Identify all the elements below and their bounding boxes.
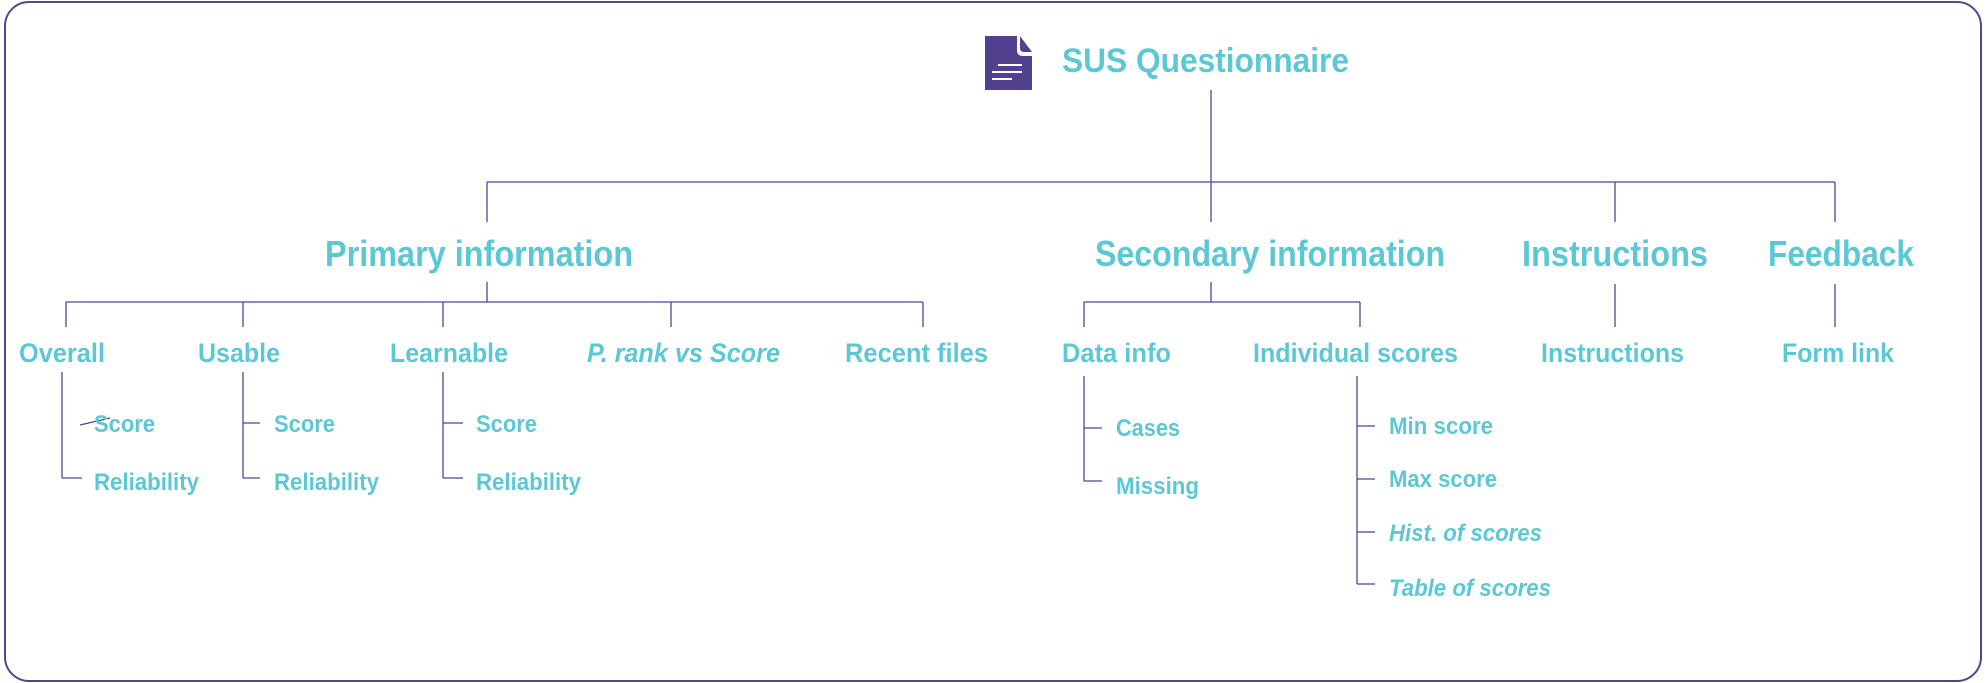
individual-hist-scores: Hist. of scores [1389, 520, 1542, 547]
diagram-frame [4, 1, 1982, 682]
overall-label: Overall [19, 338, 105, 368]
datainfo-label: Data info [1062, 338, 1171, 368]
document-icon-fold [1020, 36, 1032, 52]
root-title: SUS Questionnaire [1062, 42, 1349, 80]
prank-label: P. rank vs Score [587, 338, 780, 368]
individual-label: Individual scores [1253, 338, 1458, 368]
instructions-child: Instructions [1541, 338, 1684, 368]
datainfo-missing: Missing [1116, 473, 1199, 500]
primary-title: Primary information [325, 233, 633, 274]
learnable-reliability: Reliability [476, 469, 582, 496]
overall-score-tick [79, 417, 111, 426]
instructions-title: Instructions [1522, 233, 1708, 274]
usable-reliability: Reliability [274, 469, 380, 496]
connectors [61, 90, 1836, 585]
usable-label: Usable [198, 338, 280, 368]
individual-min-score: Min score [1389, 413, 1493, 440]
feedback-child: Form link [1782, 338, 1895, 368]
learnable-score: Score [476, 411, 537, 438]
overall-reliability: Reliability [94, 469, 200, 496]
individual-max-score: Max score [1389, 466, 1497, 493]
document-icon [985, 36, 1032, 90]
feedback-title: Feedback [1768, 233, 1915, 274]
learnable-label: Learnable [390, 338, 508, 368]
datainfo-cases: Cases [1116, 415, 1180, 442]
individual-table-scores: Table of scores [1389, 575, 1551, 602]
document-icon-body [985, 36, 1032, 90]
recent-label: Recent files [845, 338, 988, 368]
usable-score: Score [274, 411, 335, 438]
overall-score: Score [94, 411, 155, 438]
secondary-title: Secondary information [1095, 233, 1445, 274]
